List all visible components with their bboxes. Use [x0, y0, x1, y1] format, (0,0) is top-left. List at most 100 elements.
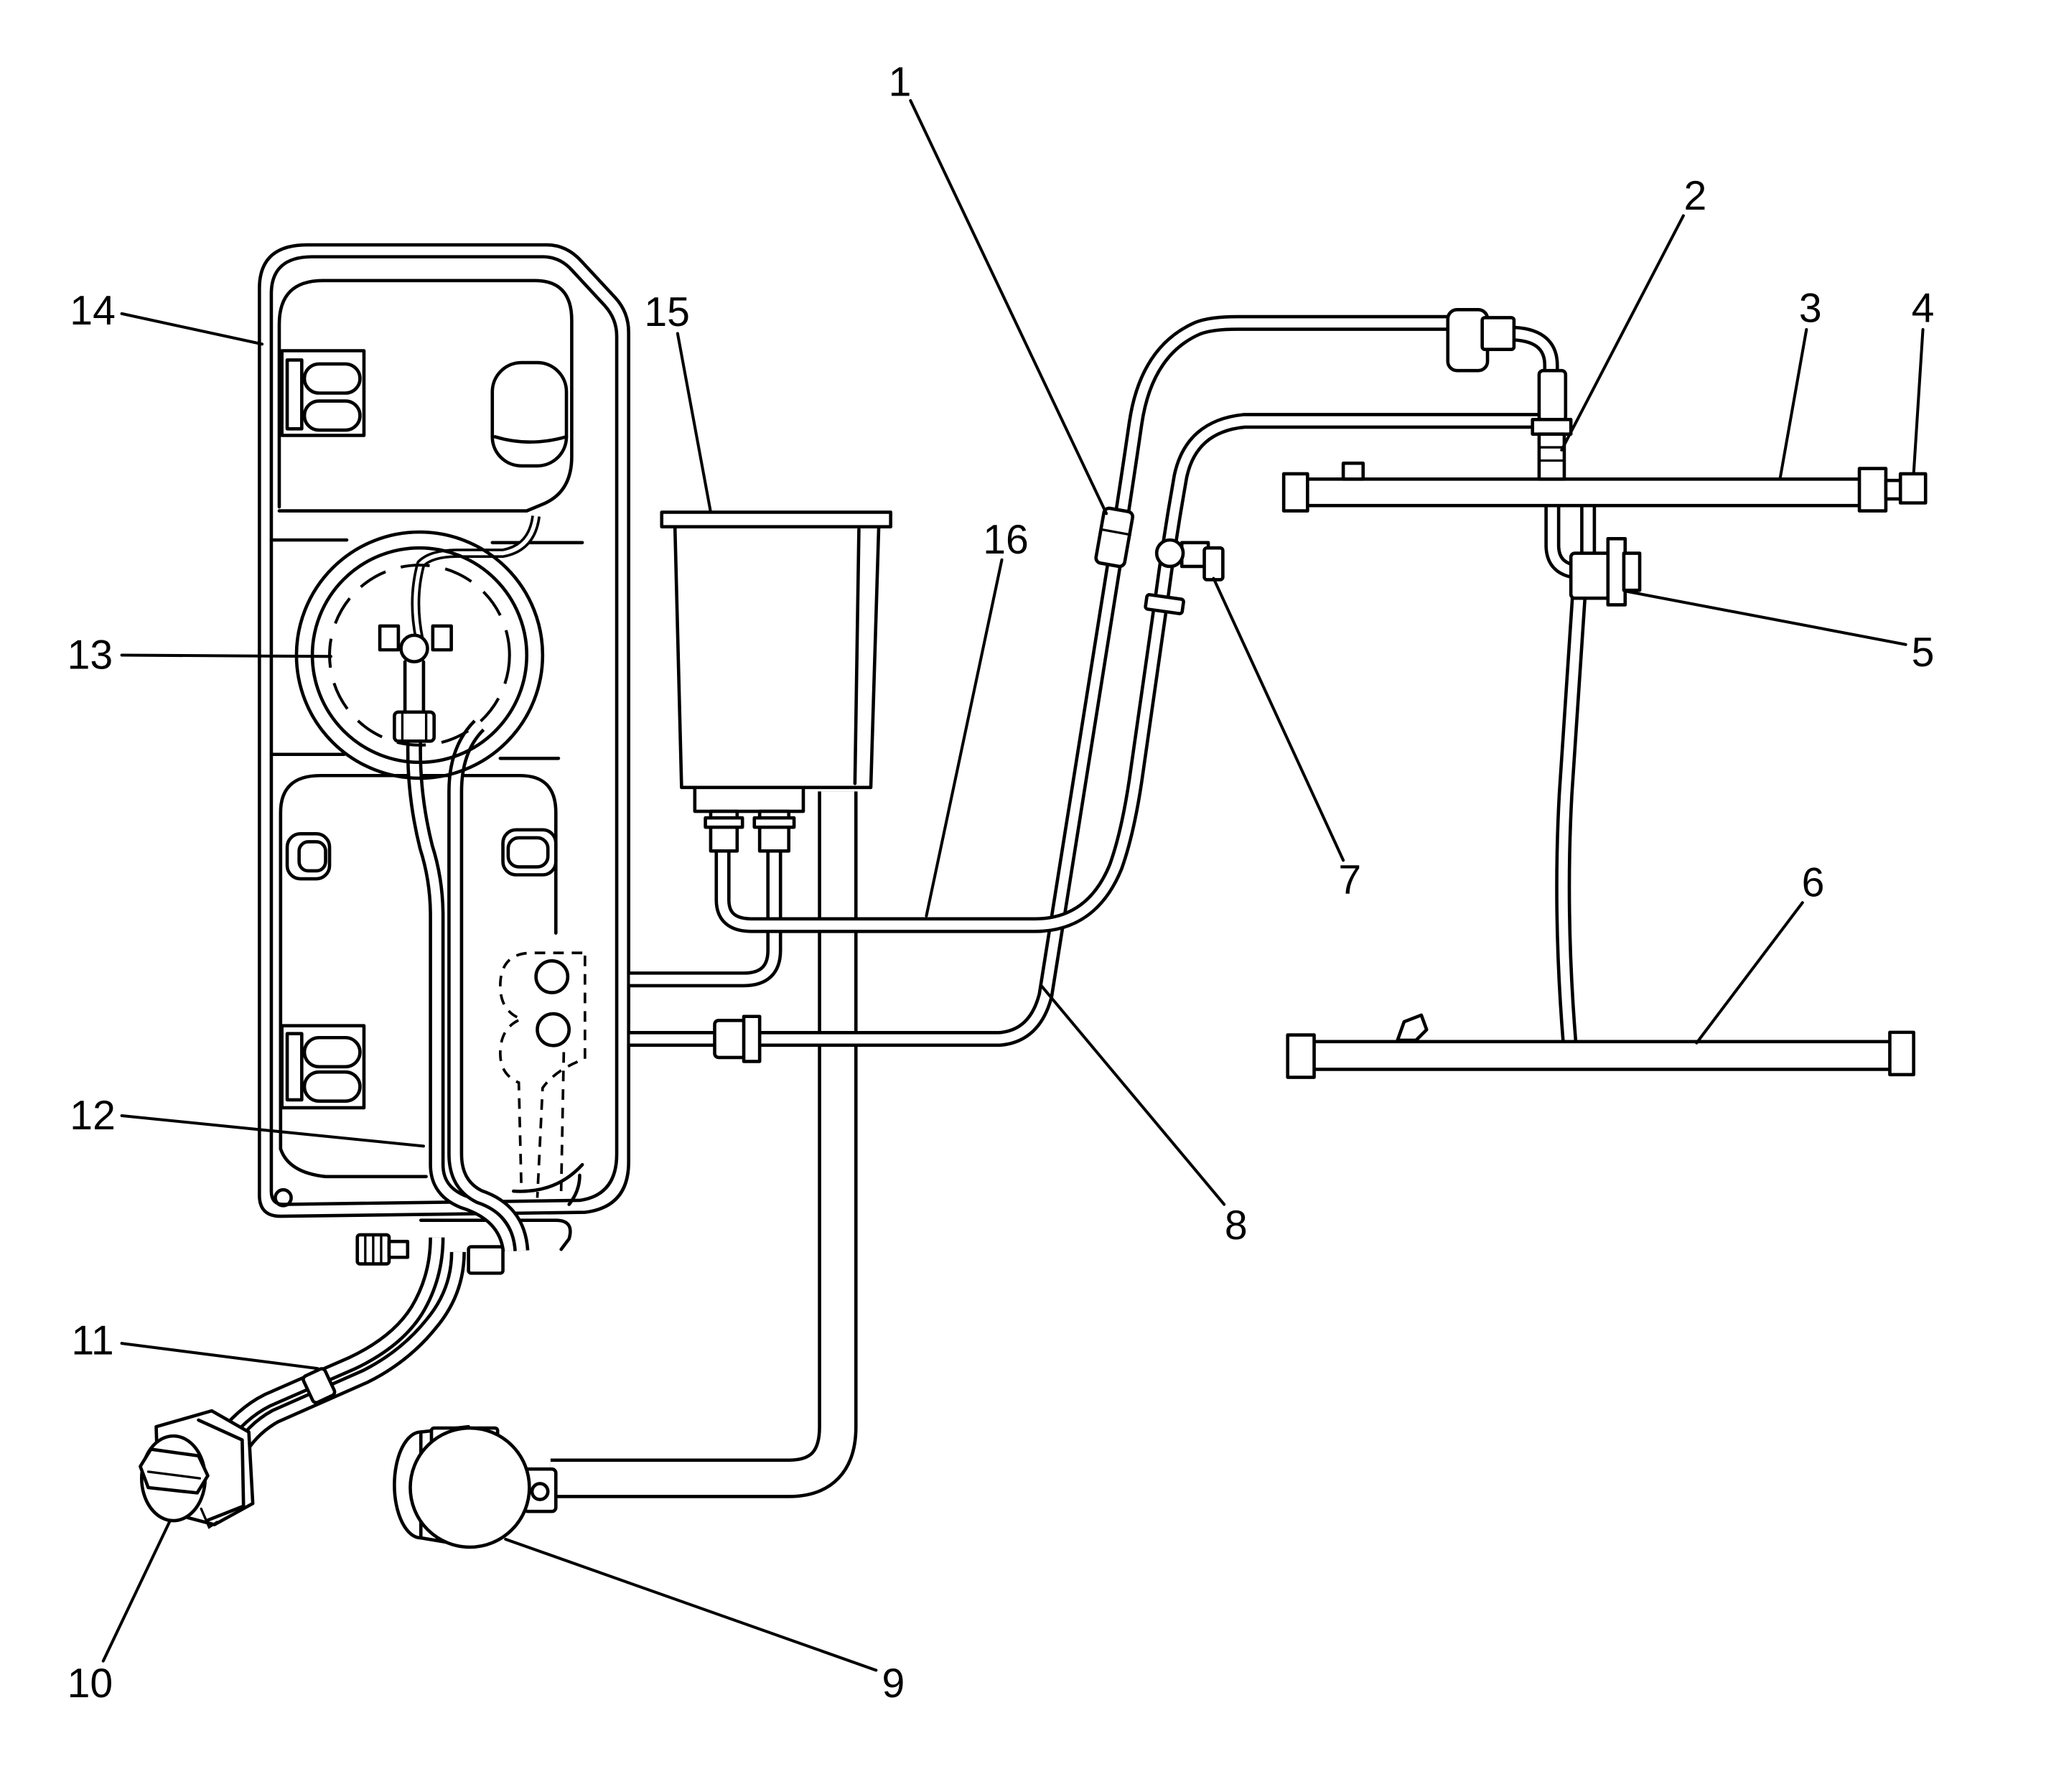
feed-line-8-core	[630, 318, 1454, 1044]
filler-tab	[200, 1507, 219, 1529]
tank-bottom-fittings	[302, 1233, 505, 1404]
sender-connector-ribs	[401, 711, 428, 742]
lower-rail	[1286, 1013, 1915, 1079]
tank-bottom-curve	[511, 1162, 584, 1206]
tank-lower-bracket	[280, 1024, 366, 1110]
tank-upper-separator	[269, 538, 584, 545]
callout-labels: 1 2 3 4 5 6 7 8 9 10 11 12 13 14 15 16	[67, 59, 1935, 1707]
callout-16-label: 16	[983, 517, 1029, 563]
internal-passage-dashed	[536, 955, 587, 1198]
tank-bottom-lip	[419, 1218, 572, 1251]
lower-rail-left-cap	[1286, 1033, 1316, 1079]
bracket-slot	[302, 1035, 362, 1069]
callout-4-label: 4	[1912, 286, 1935, 332]
rail-connector-line-core	[1558, 595, 1584, 1044]
tank-to-canister-line-core	[630, 849, 779, 984]
inlet-fitting-lower	[1537, 432, 1566, 481]
tank-middle-separator	[269, 752, 561, 760]
filler-valve	[139, 1409, 255, 1529]
bracket-slot	[302, 362, 362, 395]
callout-13-leader	[120, 653, 332, 658]
internal-passage-dashed	[499, 951, 583, 1192]
callout-11-leader	[120, 1342, 319, 1371]
canister-outlet-line-core	[550, 791, 854, 1495]
tank-port	[536, 1012, 571, 1047]
line-fittings	[713, 308, 1516, 1063]
canister-assembly	[660, 510, 892, 853]
callout-8-label: 8	[1225, 1203, 1248, 1249]
canister-inner-seam	[853, 528, 861, 785]
outlet-canister-front	[408, 1426, 531, 1549]
tank-port	[534, 959, 570, 994]
cap-outline	[490, 360, 569, 468]
callout-5-leader	[1626, 589, 1907, 646]
callout-16-leader	[925, 558, 1004, 918]
callout-7-leader	[1212, 577, 1345, 862]
cap-seam	[493, 435, 569, 444]
tank-upper-bracket	[280, 349, 366, 437]
fitting-1-seam	[1100, 528, 1131, 536]
elbow-to-fitting-line-core	[1508, 329, 1556, 384]
pressure-regulator	[1569, 536, 1642, 607]
callout-9-label: 9	[882, 1661, 905, 1707]
callout-9-leader	[504, 1537, 878, 1672]
rail-end-fitting-4	[1898, 472, 1928, 505]
upper-rail-boss	[1341, 461, 1365, 481]
tank-left-pocket	[285, 832, 332, 881]
callout-13-label: 13	[67, 632, 113, 678]
filler-hex	[139, 1447, 210, 1495]
tank-top-panel	[277, 279, 574, 513]
sender-neck	[403, 660, 426, 717]
lines	[213, 314, 1597, 1498]
callout-11-label: 11	[71, 1317, 113, 1363]
rail-inlet-fitting	[1531, 368, 1573, 481]
tank-top-cap	[490, 360, 569, 468]
callout-leaders	[101, 99, 1925, 1672]
fitting-7-cap	[1202, 546, 1225, 582]
filler-line-secondary-core	[234, 1251, 463, 1456]
pocket-inner	[297, 840, 327, 873]
callout-10-label: 10	[67, 1661, 113, 1707]
tank-inner-outline	[269, 255, 619, 1206]
callout-3-leader	[1778, 327, 1808, 481]
canister-lid	[660, 510, 892, 528]
bolt-stem	[387, 1239, 410, 1259]
pocket-inner	[506, 836, 550, 869]
callout-4-leader	[1912, 327, 1925, 475]
canister-port-right-collar	[752, 816, 796, 829]
callout-7-label: 7	[1338, 857, 1361, 903]
lower-rail-port	[1396, 1013, 1429, 1042]
tank-assembly	[258, 243, 630, 1251]
callout-1-label: 1	[889, 59, 912, 105]
callout-12-leader	[120, 1114, 425, 1148]
upper-rail-right-cap	[1857, 467, 1888, 513]
callout-5-label: 5	[1912, 630, 1935, 676]
outlet-port-nipple	[530, 1482, 550, 1501]
callout-12-label: 12	[70, 1093, 116, 1139]
lower-rail-right-cap	[1888, 1030, 1915, 1077]
bracket-tab	[285, 358, 304, 431]
callout-10-leader	[101, 1520, 172, 1663]
callout-6-label: 6	[1802, 860, 1825, 906]
inlet-fitting-upper	[1537, 368, 1568, 423]
outlet-canister	[393, 1424, 558, 1549]
internal-passage-dashed	[559, 1052, 566, 1192]
tank-internal-passage	[499, 951, 587, 1198]
tank-mount-hole	[274, 1187, 293, 1208]
sender-terminal	[431, 624, 453, 652]
bracket-tab	[285, 1032, 304, 1102]
regulator-cap	[1622, 551, 1642, 592]
callout-8-leader	[1040, 984, 1226, 1206]
upper-rail	[1281, 461, 1928, 513]
pocket-outline	[501, 828, 558, 877]
pocket-outline	[285, 832, 332, 881]
tank-right-pocket	[501, 828, 558, 877]
vapor-line-16-core	[718, 416, 1538, 930]
tank-lower-panel-bottom	[279, 1147, 428, 1179]
callout-3-label: 3	[1799, 286, 1822, 332]
callout-2-label: 2	[1684, 173, 1707, 219]
canister-base	[693, 785, 805, 813]
inlet-fitting-clamp	[1531, 418, 1573, 436]
upper-rail-left-cap	[1281, 472, 1309, 513]
